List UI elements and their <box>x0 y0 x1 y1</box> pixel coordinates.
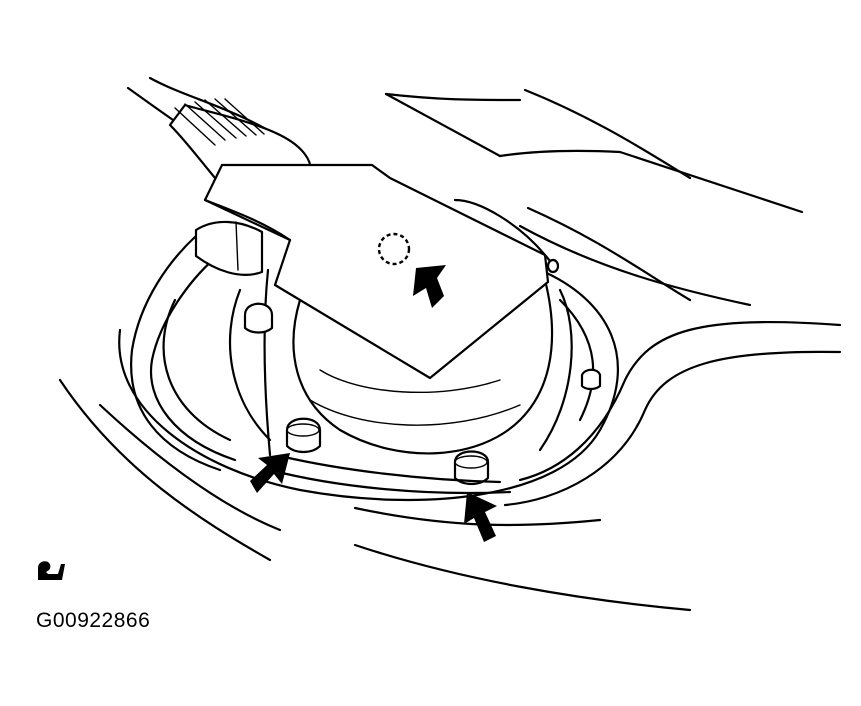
arrow-cover-hole <box>413 265 446 308</box>
figure-id-label: G00922866 <box>36 609 151 632</box>
lower-cable <box>268 454 512 495</box>
service-hole-marker <box>377 232 411 266</box>
bolt-front-left <box>285 417 322 454</box>
wiring-harness <box>130 98 313 472</box>
pointer-arrows <box>250 265 497 542</box>
arrow-bolt-right <box>464 492 497 542</box>
strut-tower <box>118 268 619 502</box>
mount-bolts <box>243 302 602 486</box>
bolt-rear-left <box>243 302 274 334</box>
right-hose <box>503 320 842 507</box>
bolt-front-right <box>453 450 490 486</box>
bolt-right <box>580 368 602 391</box>
strut-cover <box>203 163 560 380</box>
arrow-bolt-left <box>250 453 290 493</box>
compressed-air-icon <box>38 561 65 580</box>
